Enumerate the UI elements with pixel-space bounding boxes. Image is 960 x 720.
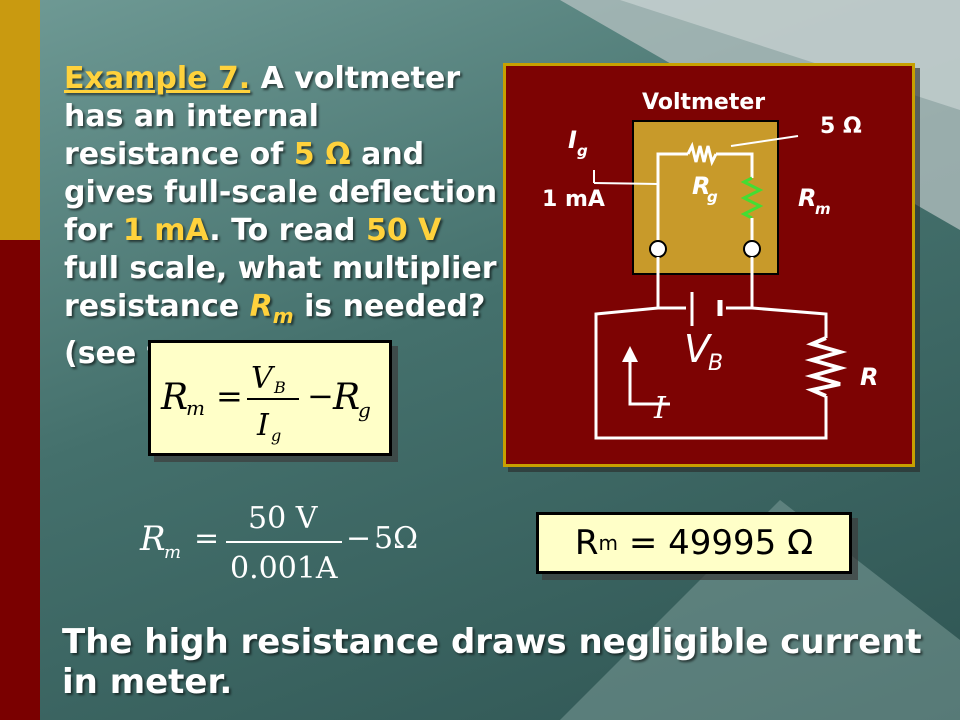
formula-equals: = <box>216 377 243 415</box>
formula-rg-sub: g <box>358 398 371 422</box>
rg-resistance-label: 5 Ω <box>820 114 862 139</box>
pointer-5-ohm <box>730 135 799 147</box>
sub-lhs-sub: m <box>164 542 181 563</box>
formula-rg: R <box>332 377 360 418</box>
internal-wire-left <box>656 152 688 249</box>
internal-wire-top <box>716 152 754 178</box>
formula-box: R m = V B I g − R g <box>148 340 392 456</box>
voltage-value: 50 V <box>365 213 442 248</box>
formula-denominator: I <box>256 408 270 443</box>
sub-denominator: 0.001A <box>230 551 338 586</box>
rm-symbol: Rm <box>249 289 294 328</box>
vb-label: V <box>684 327 713 371</box>
rm-label-sub: m <box>815 200 831 218</box>
load-resistor <box>804 336 848 398</box>
answer-r: R <box>574 523 599 563</box>
circuit-diagram: Voltmeter 5 Ω I g 1 mA R g R m V B I R <box>542 90 878 440</box>
current-arrow-head <box>622 346 638 362</box>
formula-equation: R m = V B I g − R g <box>160 361 371 445</box>
conclusion-text: The high resistance draws negligible cur… <box>62 622 922 702</box>
formula-denominator-sub: g <box>271 426 281 445</box>
substitution-equation: R m = 50 V 0.001A − 5Ω <box>139 501 418 586</box>
ig-label: I <box>568 126 577 154</box>
current-value-label: 1 mA <box>542 187 605 212</box>
formula-minus: − <box>307 377 334 415</box>
terminal-left <box>649 240 667 258</box>
answer-value: = 49995 Ω <box>628 523 814 563</box>
problem-text-1: A voltmeter has an internal resistance o… <box>64 61 461 172</box>
rm-resistor <box>740 176 764 220</box>
resistance-value: 5 <box>293 137 315 172</box>
example-label: Example 7. <box>64 61 251 96</box>
problem-text-2: and gives full-scale deflection for <box>64 137 498 248</box>
sub-equals: = <box>194 521 219 556</box>
sub-numerator: 50 V <box>248 501 319 536</box>
formula-lhs-sub: m <box>186 396 205 420</box>
left-bar-gold <box>0 0 40 240</box>
vb-label-sub: B <box>708 351 723 376</box>
rg-label-sub: g <box>707 188 718 206</box>
current-arrow <box>628 358 670 406</box>
answer-sub: m <box>598 531 619 555</box>
i-label: I <box>653 391 667 426</box>
current-value: 1 mA <box>122 213 210 248</box>
pointer-ig <box>593 182 659 185</box>
problem-statement: Example 7. A voltmeter has an internal r… <box>64 60 504 373</box>
sub-lhs: R <box>139 519 166 559</box>
ig-label-sub: g <box>577 142 588 160</box>
sub-minus: − <box>346 521 371 556</box>
left-bar-red <box>0 240 40 720</box>
r-label: R <box>860 363 878 391</box>
circuit-panel: Voltmeter 5 Ω I g 1 mA R g R m V B I R <box>503 63 915 467</box>
outer-loop-right <box>751 306 828 338</box>
sub-tail: 5Ω <box>374 521 418 556</box>
outer-loop-left <box>594 306 828 440</box>
rg-resistor <box>686 141 718 167</box>
problem-text-3: . To read <box>209 213 356 248</box>
formula-numerator: V <box>251 361 276 396</box>
problem-text-4: full scale, what multiplier resistance <box>64 251 497 324</box>
formula-lhs: R <box>160 377 188 418</box>
rg-label: R <box>692 172 710 200</box>
rm-label: R <box>798 184 816 212</box>
terminal-right <box>743 240 761 258</box>
voltmeter-label: Voltmeter <box>642 90 765 115</box>
formula-numerator-sub: B <box>273 378 286 397</box>
ohm-symbol: Ω <box>325 137 351 172</box>
